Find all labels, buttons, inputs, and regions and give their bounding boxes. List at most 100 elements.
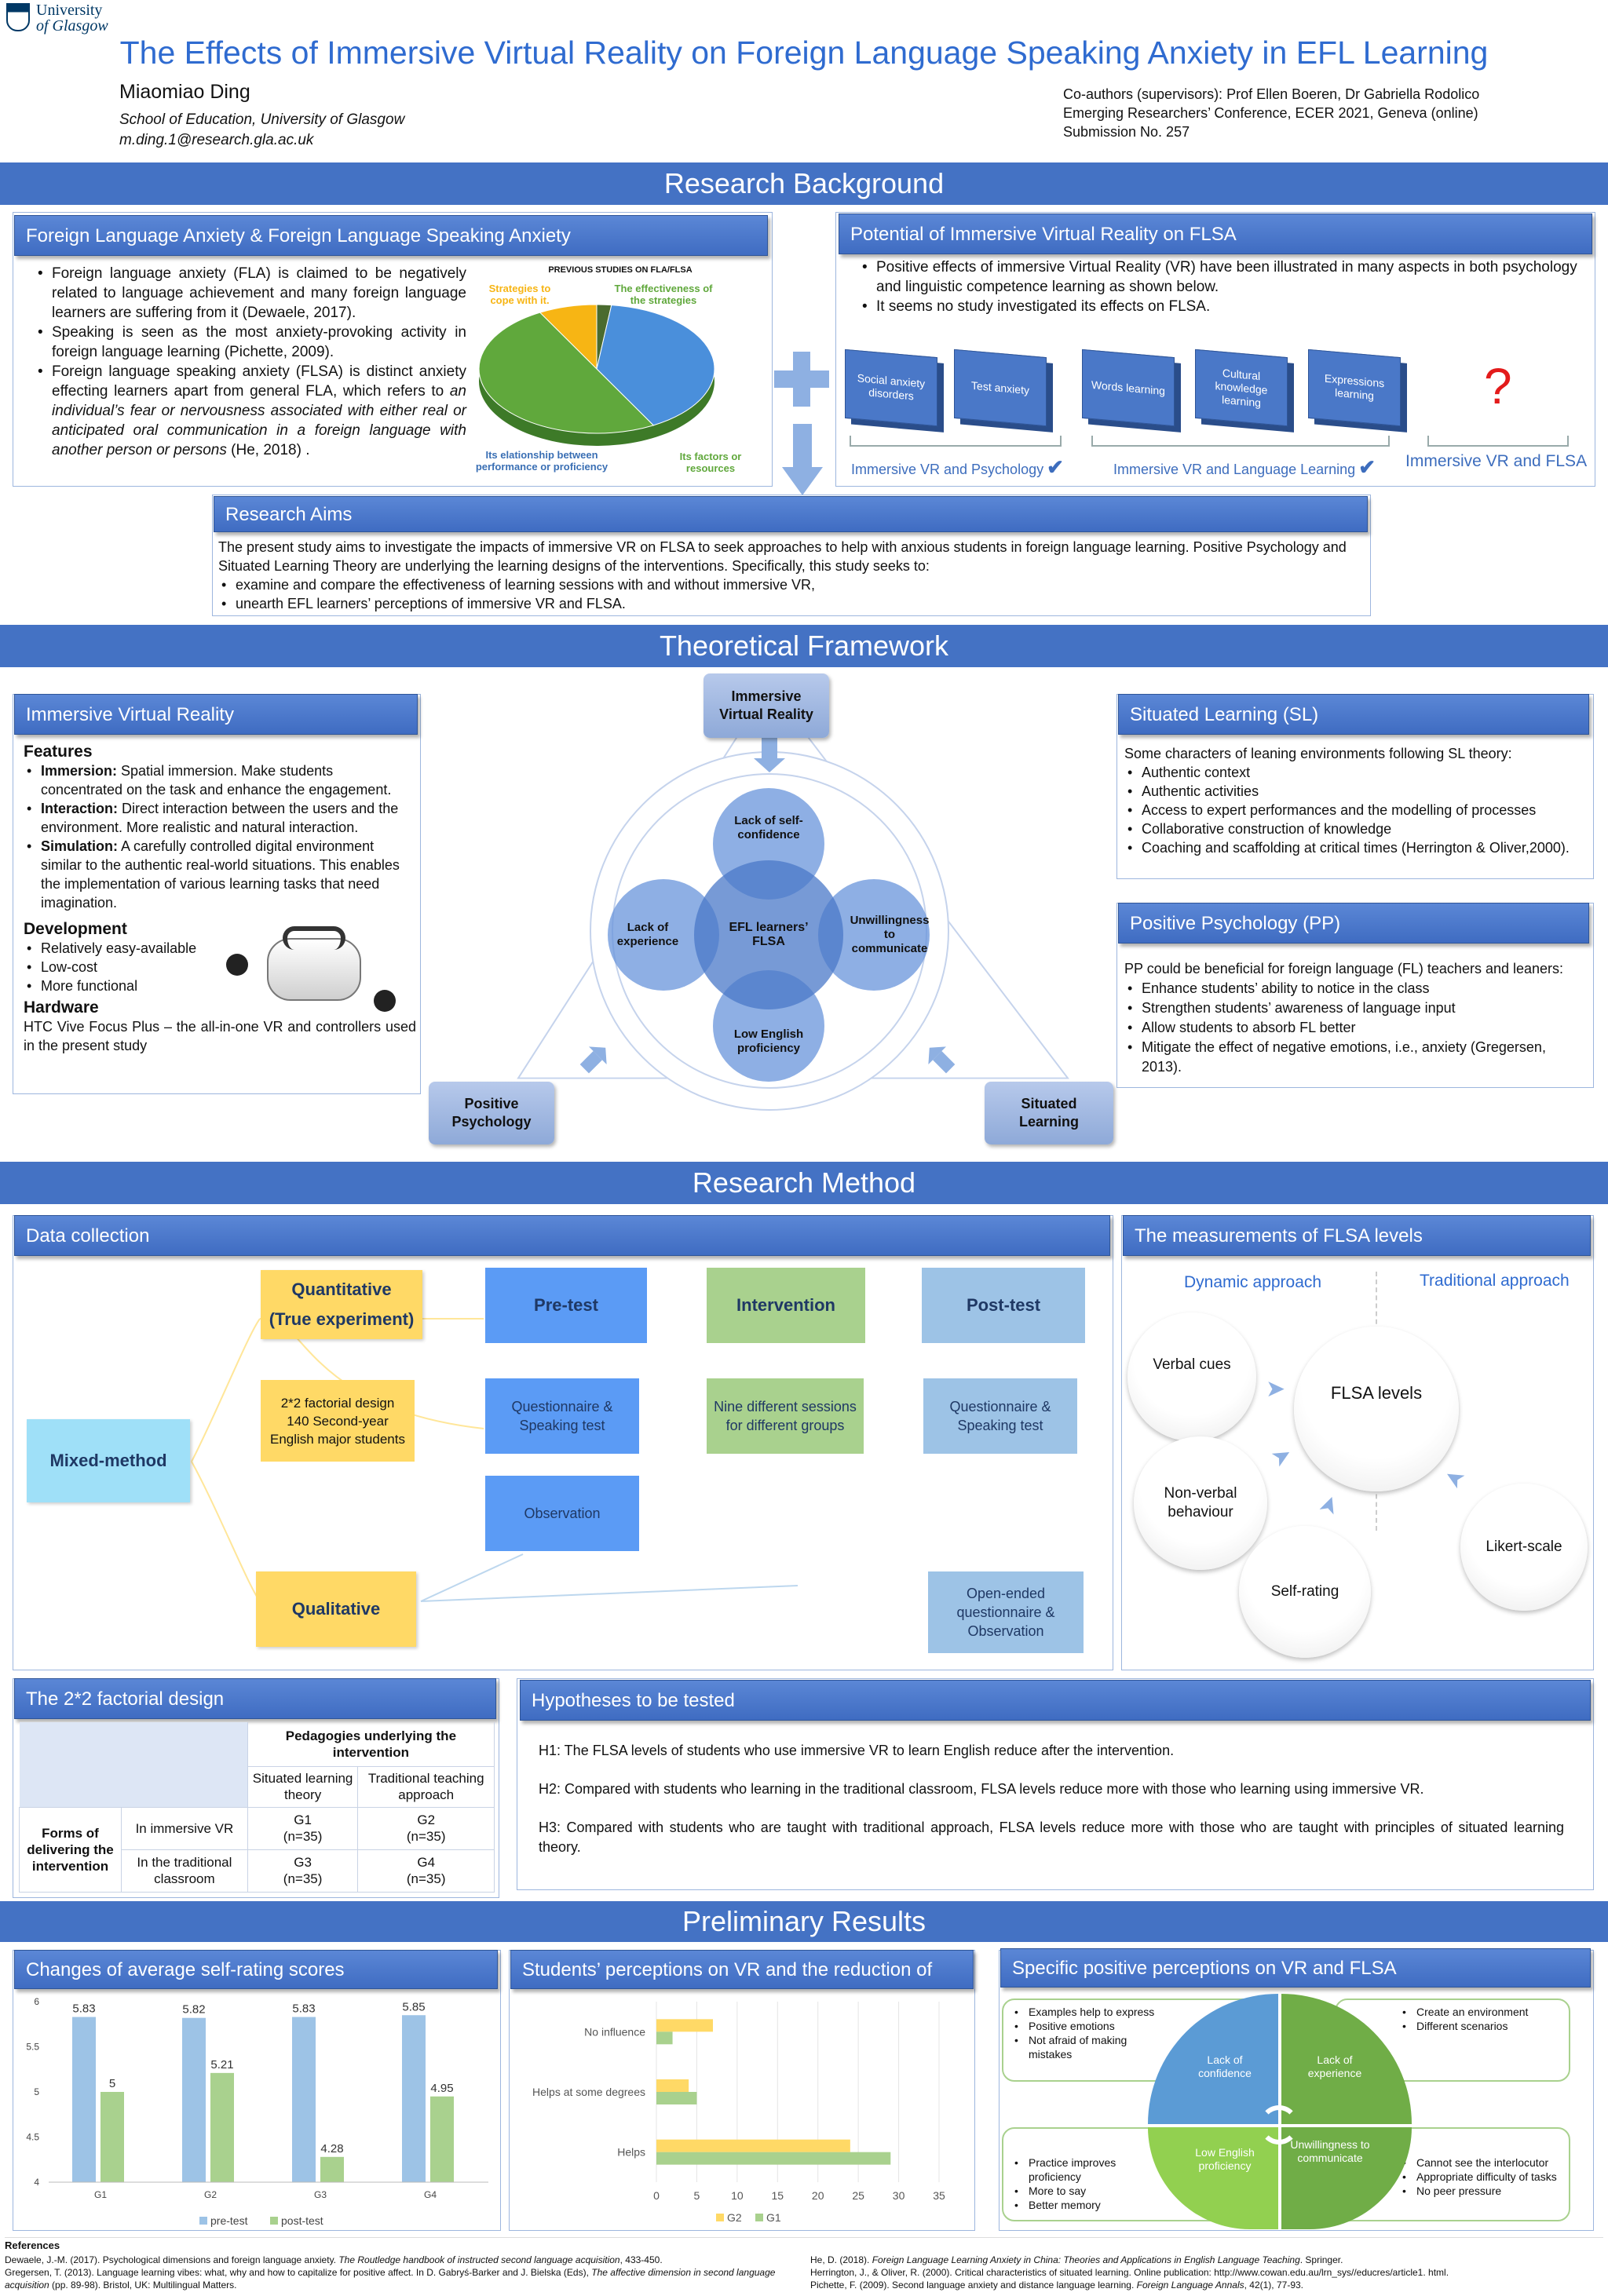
likert-scale-circle: Likert-scale [1460,1484,1588,1611]
sl-theory-header: Situated learning theory [247,1765,359,1808]
group-g1: G1(n=35) [247,1806,359,1850]
sl-item-3: Access to expert performances and the mo… [1124,801,1595,819]
hypothesis-1: H1: The FLSA levels of students who use … [539,1743,1175,1758]
flsa-levels-circle: FLSA levels [1294,1327,1459,1491]
tf-box-positive-psychology: Positive Psychology [429,1082,554,1144]
features-list: Immersion: Spatial immersion. Make stude… [24,761,416,912]
ref-dewaele-c: , 433-450. [619,2254,663,2265]
crest-icon [6,3,30,31]
legend-swatch [716,2214,724,2221]
ref-pichette-a: Pichette, F. (2009). Second language anx… [810,2280,1137,2291]
conference: Emerging Researchers’ Conference, ECER 2… [1063,105,1478,121]
cube-social-anxiety: Social anxiety disorders [845,349,937,427]
vr-panel-title: Immersive Virtual Reality [14,694,418,735]
hypothesis-3: H3: Compared with students who are taugh… [539,1820,1564,1855]
sl-item-4: Collaborative construction of knowledge [1124,819,1595,838]
intervention-box: Intervention [707,1268,865,1343]
bar-post-test [210,2072,234,2182]
verbal-cues-circle: Verbal cues [1127,1312,1256,1441]
aims-bullets: examine and compare the effectiveness of… [218,575,1365,613]
g4-n: (n=35) [406,1871,446,1886]
bl-item-2: More to say [1011,2184,1252,2198]
x-tick-label: 30 [893,2189,905,2202]
hardware-text: HTC Vive Focus Plus – the all-in-one VR … [24,1019,416,1053]
pie-slice [596,305,715,426]
measurements-title: The measurements of FLSA levels [1123,1215,1591,1256]
fla-b3-plain: Foreign language speaking anxiety (FLSA)… [52,363,466,400]
bar-G2 [656,2139,850,2152]
bar-value-label: 5.82 [182,2003,205,2017]
check-icon: ✔ [1358,455,1376,479]
tf-box-situated-learning: Situated Learning [985,1082,1113,1144]
plus-icon [774,352,829,407]
vr-row-header: In immersive VR [121,1806,248,1850]
ref-dewaele-a: Dewaele, J.-M. (2017). Psychological dim… [5,2254,339,2265]
hypotheses-content: H1: The FLSA levels of students who use … [539,1741,1564,1857]
quadrant-tr-label: Lack of experience [1307,2053,1362,2079]
bar-value-label: 5.83 [72,2002,95,2016]
g2-label: G2 [417,1812,436,1827]
quantitative-label: Quantitative [291,1279,392,1299]
ref-pichette-b: Foreign Language Annals [1136,2280,1244,2291]
y-tick-label: 5 [34,2086,39,2097]
bar-post-test [430,2096,454,2182]
fla-bullet-2: Speaking is seen as the most anxiety-pro… [35,323,466,362]
bar-value-label: 4.28 [320,2142,343,2155]
pie-title: PREVIOUS STUDIES ON FLA/FLSA [548,265,693,275]
pie-svg [478,304,715,446]
x-tick-label: G3 [314,2189,327,2200]
legend-label: post-test [281,2214,323,2227]
development-3: More functional [24,976,416,995]
bar-G1 [656,2092,697,2104]
fla-panel [13,212,773,487]
traditional-header: Traditional teaching approach [357,1765,495,1808]
y-tick-label: 6 [34,1996,39,2007]
perceptions-title: Students’ perceptions on VR and the redu… [510,1950,974,2020]
pie-label-effectiveness: The effectiveness of the strategies [614,283,713,306]
logo-line2: of Glasgow [36,17,108,35]
bracket-flsa [1427,436,1569,447]
pre-test-box: Pre-test [485,1268,647,1343]
br-list: Cannot see the interlocutorAppropriate d… [1399,2155,1561,2198]
post-test-box: Post-test [922,1268,1085,1343]
aims-bullet-1: examine and compare the effectiveness of… [218,575,1365,594]
x-tick-label: 35 [933,2189,945,2202]
tr-list: Create an environmentDifferent scenarios [1399,2005,1561,2033]
x-tick-label: 20 [812,2189,824,2202]
pie-label-strategies: Strategies to cope with it. [488,283,551,306]
cycle-icon [1259,2105,1299,2145]
ref-gregersen-a: Gregersen, T. (2013). Language learning … [5,2267,592,2278]
pie-label-factors: Its factors or resources [679,451,742,474]
ivr-bullet-1: Positive effects of immersive Virtual Re… [859,257,1581,297]
coauthors: Co-authors (supervisors): Prof Ellen Boe… [1063,86,1480,102]
legend-label: G1 [766,2211,781,2224]
aims-panel [212,495,1371,616]
g2-n: (n=35) [406,1829,446,1844]
feature-interaction-text: Direct interaction between the users and… [41,801,399,835]
university-logo: University of Glasgow [6,2,116,35]
self-rating-circle: Self-rating [1239,1526,1371,1658]
submission: Submission No. 257 [1063,124,1190,140]
feature-interaction: Interaction: Direct interaction between … [24,799,416,837]
question-mark: ? [1484,358,1512,414]
ref-pichette-c: , 42(1), 77-93. [1244,2280,1303,2291]
ivr-bullets: Positive effects of immersive Virtual Re… [859,257,1581,316]
feature-immersion-label: Immersion: [41,763,118,779]
br-callout: Cannot see the interlocutorAppropriate d… [1335,2127,1570,2221]
g3-label: G3 [294,1855,312,1870]
ref-dewaele-b: The Routledge handbook of instructed sec… [338,2254,620,2265]
ref-he-c: . Springer. [1299,2254,1343,2265]
check-icon: ✔ [1047,455,1064,479]
x-tick-label: 5 [694,2189,700,2202]
br-item-3: No peer pressure [1399,2184,1561,2198]
cube-words-learning: Words learning [1082,349,1175,427]
self-rating-title: Changes of average self-rating scores [14,1950,498,1989]
author-name: Miaomiao Ding [119,81,250,103]
bar-G2 [656,2019,713,2032]
development-list: Relatively easy-available Low-cost More … [24,939,416,995]
quantitative-box: Quantitative (True experiment) [261,1270,422,1339]
bar-G2 [656,2079,689,2092]
legend-swatch [199,2217,207,2225]
forms-header: Forms of delivering the intervention [19,1806,122,1893]
y-tick-label: Helps at some degrees [532,2086,645,2098]
